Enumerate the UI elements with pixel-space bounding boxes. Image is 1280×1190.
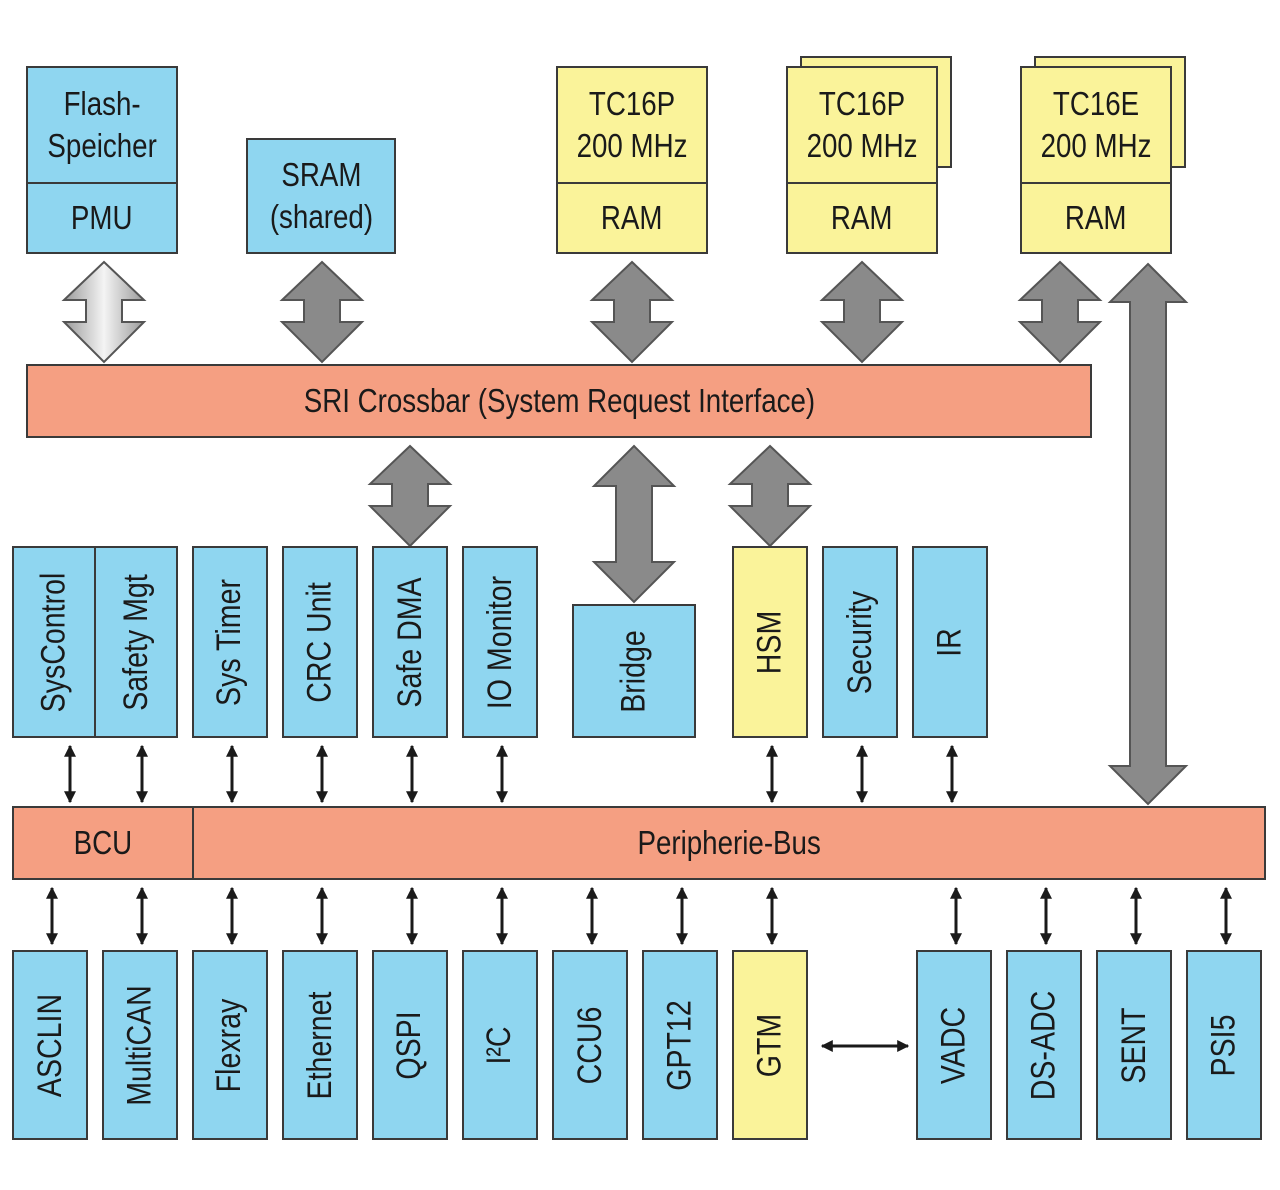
sri-bridge-arrow bbox=[591, 444, 677, 604]
flash-memory: Flash- Speicher bbox=[26, 66, 178, 184]
periph-ccu6: CCU6 bbox=[552, 950, 628, 1140]
module-bridge: Bridge bbox=[572, 604, 696, 738]
module-crc-unit: CRC Unit bbox=[282, 546, 358, 738]
module-safety-mgt-label: Safety Mgt bbox=[116, 573, 155, 711]
core-1: TC16P 200 MHz bbox=[556, 66, 708, 184]
periph-gpt12: GPT12 bbox=[642, 950, 718, 1140]
core3-sri-arrow bbox=[1017, 260, 1103, 364]
periph-ethernet-label: Ethernet bbox=[300, 991, 339, 1099]
core-3-ram: RAM bbox=[1020, 182, 1172, 254]
sri-label: SRI Crossbar (System Request Interface) bbox=[303, 382, 815, 419]
periph-multican-label: MultiCAN bbox=[120, 984, 159, 1106]
periph-qspi-label: QSPI bbox=[390, 1010, 429, 1080]
sri-crossbar: SRI Crossbar (System Request Interface) bbox=[26, 364, 1092, 438]
periph-flexray-label: Flexray bbox=[210, 998, 249, 1092]
periph-i2c-label: I²C bbox=[480, 1025, 519, 1065]
module-bridge-label: Bridge bbox=[614, 629, 653, 713]
module-io-monitor-label: IO Monitor bbox=[480, 575, 519, 709]
module-safe-dma: Safe DMA bbox=[372, 546, 448, 738]
bus-periph-thin-arrows bbox=[46, 886, 1232, 946]
core-3-label: TC16E 200 MHz bbox=[1040, 85, 1152, 164]
periph-sent-label: SENT bbox=[1114, 1006, 1153, 1084]
flash-label: Flash- Speicher bbox=[47, 85, 157, 164]
periph-sent: SENT bbox=[1096, 950, 1172, 1140]
periph-psi5: PSI5 bbox=[1186, 950, 1262, 1140]
periph-vadc: VADC bbox=[916, 950, 992, 1140]
core-2-ram-label: RAM bbox=[831, 199, 893, 236]
core-3-ram-label: RAM bbox=[1065, 199, 1127, 236]
core-3: TC16E 200 MHz bbox=[1020, 66, 1172, 184]
bcu: BCU bbox=[12, 806, 194, 880]
module-safe-dma-label: Safe DMA bbox=[390, 576, 429, 708]
periph-ds-adc: DS-ADC bbox=[1006, 950, 1082, 1140]
bcu-label: BCU bbox=[73, 824, 133, 861]
core-1-ram: RAM bbox=[556, 182, 708, 254]
module-io-monitor: IO Monitor bbox=[462, 546, 538, 738]
core-1-ram-label: RAM bbox=[601, 199, 663, 236]
periph-psi5-label: PSI5 bbox=[1204, 1014, 1243, 1076]
periph-asclin: ASCLIN bbox=[12, 950, 88, 1140]
core2-sri-arrow bbox=[819, 260, 905, 364]
core-2: TC16P 200 MHz bbox=[786, 66, 938, 184]
periph-asclin-label: ASCLIN bbox=[30, 993, 69, 1097]
module-syscontrol-label: SysControl bbox=[34, 572, 73, 712]
pmu: PMU bbox=[26, 182, 178, 254]
sri-dma-arrow bbox=[367, 444, 453, 548]
module-security: Security bbox=[822, 546, 898, 738]
sram-sri-arrow bbox=[279, 260, 365, 364]
periph-ethernet: Ethernet bbox=[282, 950, 358, 1140]
mid-bus-thin-arrows bbox=[64, 744, 958, 804]
periph-multican: MultiCAN bbox=[102, 950, 178, 1140]
sram-label: SRAM (shared) bbox=[269, 156, 373, 235]
core1-sri-arrow bbox=[589, 260, 675, 364]
sri-hsm-arrow bbox=[727, 444, 813, 548]
core3-periph-arrow bbox=[1107, 262, 1189, 806]
core-2-label: TC16P 200 MHz bbox=[806, 85, 918, 164]
module-sys-timer-label: Sys Timer bbox=[210, 578, 249, 706]
module-ir-label: IR bbox=[930, 627, 969, 657]
module-syscontrol: SysControl bbox=[12, 546, 96, 738]
periph-ccu6-label: CCU6 bbox=[570, 1006, 609, 1084]
periph-vadc-label: VADC bbox=[934, 1006, 973, 1084]
periph-i2c: I²C bbox=[462, 950, 538, 1140]
module-crc-unit-label: CRC Unit bbox=[300, 581, 339, 703]
module-sys-timer: Sys Timer bbox=[192, 546, 268, 738]
periph-qspi: QSPI bbox=[372, 950, 448, 1140]
peripherie-bus: Peripherie-Bus bbox=[192, 806, 1266, 880]
module-ir: IR bbox=[912, 546, 988, 738]
periph-ds-adc-label: DS-ADC bbox=[1024, 990, 1063, 1100]
sram-shared: SRAM (shared) bbox=[246, 138, 396, 254]
periph-gpt12-label: GPT12 bbox=[660, 999, 699, 1091]
periph-gtm: GTM bbox=[732, 950, 808, 1140]
module-hsm: HSM bbox=[732, 546, 808, 738]
module-hsm-label: HSM bbox=[750, 610, 789, 674]
core-1-label: TC16P 200 MHz bbox=[576, 85, 688, 164]
module-security-label: Security bbox=[840, 590, 879, 694]
module-safety-mgt: Safety Mgt bbox=[94, 546, 178, 738]
peripherie-bus-label: Peripherie-Bus bbox=[637, 824, 821, 861]
core-2-ram: RAM bbox=[786, 182, 938, 254]
periph-gtm-label: GTM bbox=[750, 1013, 789, 1077]
periph-flexray: Flexray bbox=[192, 950, 268, 1140]
flash-sri-arrow bbox=[61, 260, 147, 364]
pmu-label: PMU bbox=[71, 199, 133, 236]
